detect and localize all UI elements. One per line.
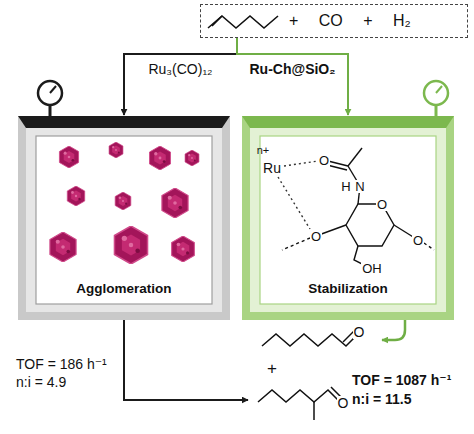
text-label: O — [412, 234, 424, 247]
text-label: N — [354, 180, 365, 193]
text-label: n:i = 4.9 — [16, 375, 66, 389]
reactant-box: + CO + H₂ — [200, 4, 468, 38]
text-label: + — [267, 360, 277, 377]
text-label: O — [318, 154, 330, 167]
text-label: O — [310, 230, 322, 243]
text-label: n+ — [257, 145, 270, 156]
flow-arrow — [237, 38, 348, 115]
catalyst-label: Ru-Ch@SiO₂ — [250, 62, 336, 76]
text-label: TOF = 186 h⁻¹ — [16, 357, 107, 371]
result-value: TOF = 1087 h⁻¹ — [352, 373, 451, 387]
result-value: n:i = 11.5 — [352, 392, 412, 406]
reactor-vessel: Stabilization — [242, 116, 454, 320]
node-text: Stabilization — [250, 281, 446, 296]
node-text: Agglomeration — [26, 281, 222, 296]
flow-arrow — [124, 38, 237, 115]
text-label: O — [337, 396, 350, 410]
text-label: O — [376, 198, 388, 211]
catalyst-label: Ru₃(CO)₁₂ — [148, 62, 212, 76]
text-label: H — [341, 180, 350, 193]
text-label: O — [353, 325, 366, 339]
reactor-vessel: Agglomeration — [18, 116, 230, 320]
text-label: Ru — [263, 161, 281, 175]
node-text: + CO + H₂ — [289, 12, 411, 30]
text-label: OH — [361, 262, 383, 275]
